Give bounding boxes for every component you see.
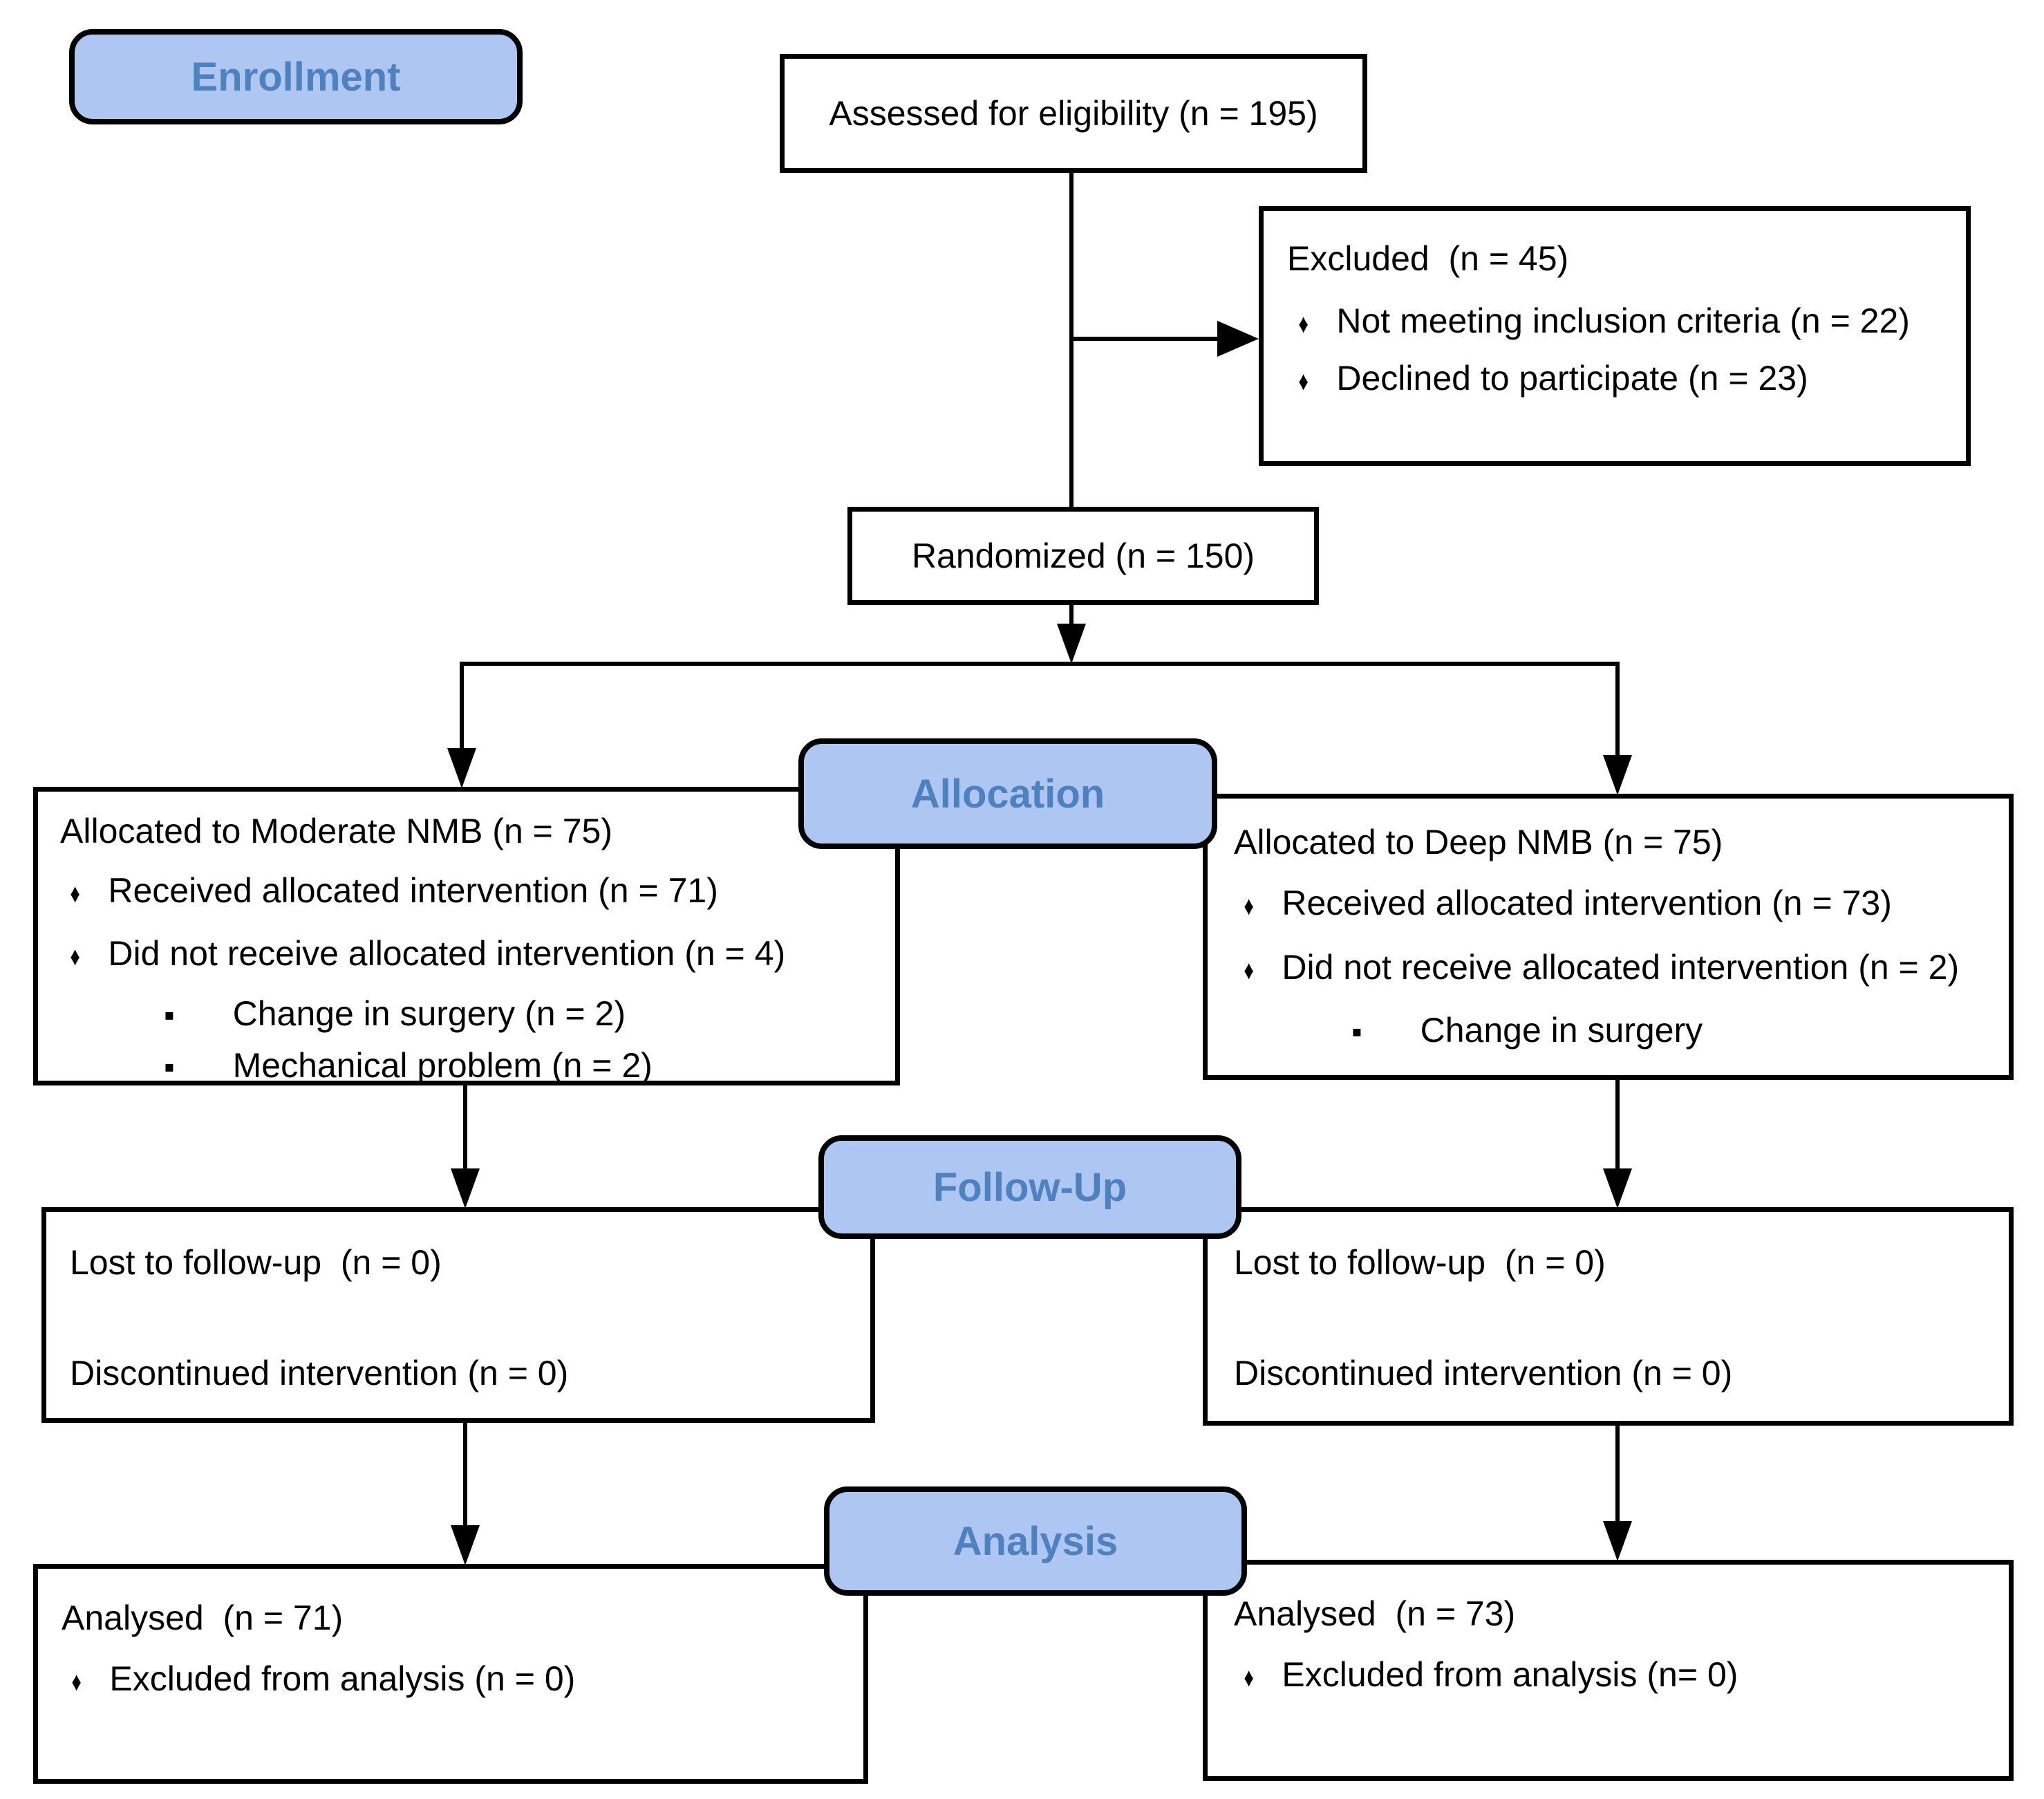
allocation-right-bullet-1-text: Received allocated intervention (n = 73) [1282, 884, 1892, 922]
assessed-text: Assessed for eligibility (n = 195) [829, 94, 1318, 133]
diamond-bullet-icon: ♦ [1244, 1663, 1254, 1693]
arrowhead-alloc-left [447, 748, 476, 788]
arrowhead-split [1057, 624, 1086, 664]
stage-label-followup: Follow-Up [818, 1135, 1241, 1239]
allocation-left-bullet-1-text: Received allocated intervention (n = 71) [108, 871, 718, 910]
allocation-right-bullet-2-text: Did not receive allocated intervention (… [1282, 948, 1960, 987]
arrowhead-alloc-right [1603, 755, 1632, 795]
square-bullet-icon: ▪ [164, 1050, 175, 1084]
allocation-right-subbullet-1: ▪ Change in surgery [1351, 1009, 1998, 1054]
diamond-bullet-icon: ♦ [1244, 892, 1254, 921]
stage-label-enrollment-text: Enrollment [191, 54, 401, 100]
connector-followup-to-analysis-left [463, 1423, 467, 1525]
connector-split-to-alloc-left [460, 662, 464, 749]
analysis-left-title: Analysed (n = 71) [62, 1598, 344, 1637]
excluded-title: Excluded (n = 45) [1287, 239, 1569, 278]
followup-left-line-2: Discontinued intervention (n = 0) [70, 1354, 569, 1392]
analysis-right-title: Analysed (n = 73) [1234, 1594, 1516, 1633]
excluded-box: Excluded (n = 45) ♦ Not meeting inclusio… [1259, 206, 1971, 466]
diamond-bullet-icon: ♦ [1298, 310, 1309, 339]
connector-to-excluded [1071, 337, 1220, 341]
allocation-left-bullet-1: ♦ Received allocated intervention (n = 7… [68, 869, 884, 915]
diamond-bullet-icon: ♦ [70, 942, 80, 971]
followup-right-box: Lost to follow-up (n = 0) Discontinued i… [1203, 1207, 2014, 1426]
analysis-right-box: Analysed (n = 73) ♦ Excluded from analys… [1203, 1560, 2014, 1781]
stage-label-analysis: Analysis [824, 1486, 1247, 1596]
excluded-bullet-2: ♦ Declined to participate (n = 23) [1297, 357, 1949, 403]
assessed-box: Assessed for eligibility (n = 195) [780, 54, 1367, 173]
allocation-right-bullet-2: ♦ Did not receive allocated intervention… [1242, 946, 1998, 992]
arrowhead-excluded [1217, 321, 1259, 357]
allocation-left-subbullet-2-text: Mechanical problem (n = 2) [232, 1046, 653, 1085]
randomized-box: Randomized (n = 150) [847, 507, 1319, 605]
allocation-left-title: Allocated to Moderate NMB (n = 75) [60, 812, 612, 850]
allocation-left-subbullet-1: ▪ Change in surgery (n = 2) [164, 992, 884, 1037]
arrowhead-analysis-left [451, 1525, 480, 1565]
connector-followup-to-analysis-right [1615, 1426, 1620, 1521]
stage-label-allocation-text: Allocation [910, 771, 1105, 817]
stage-label-analysis-text: Analysis [953, 1518, 1118, 1564]
connector-alloc-to-followup-left [463, 1085, 467, 1170]
allocation-right-title: Allocated to Deep NMB (n = 75) [1234, 823, 1723, 861]
excluded-bullet-2-text: Declined to participate (n = 23) [1336, 359, 1808, 398]
square-bullet-icon: ▪ [164, 998, 175, 1032]
followup-right-line-2: Discontinued intervention (n = 0) [1234, 1354, 1733, 1392]
arrowhead-followup-left [451, 1168, 480, 1209]
diamond-bullet-icon: ♦ [70, 879, 80, 908]
followup-right-line-1: Lost to follow-up (n = 0) [1234, 1243, 1606, 1282]
allocation-left-box: Allocated to Moderate NMB (n = 75) ♦ Rec… [33, 787, 900, 1085]
followup-left-box: Lost to follow-up (n = 0) Discontinued i… [41, 1207, 875, 1423]
diamond-bullet-icon: ♦ [71, 1668, 82, 1697]
allocation-right-bullet-1: ♦ Received allocated intervention (n = 7… [1242, 882, 1998, 928]
randomized-text: Randomized (n = 150) [911, 537, 1255, 575]
allocation-right-box: Allocated to Deep NMB (n = 75) ♦ Receive… [1203, 794, 2014, 1080]
diamond-bullet-icon: ♦ [1244, 956, 1254, 985]
excluded-bullet-1: ♦ Not meeting inclusion criteria (n = 22… [1297, 299, 1949, 346]
square-bullet-icon: ▪ [1351, 1015, 1362, 1049]
arrowhead-followup-right [1603, 1168, 1632, 1209]
stage-label-followup-text: Follow-Up [932, 1164, 1127, 1210]
stage-label-allocation: Allocation [798, 738, 1217, 849]
followup-left-line-1: Lost to follow-up (n = 0) [70, 1243, 442, 1282]
analysis-right-bullet-1-text: Excluded from analysis (n= 0) [1282, 1655, 1738, 1694]
excluded-bullet-1-text: Not meeting inclusion criteria (n = 22) [1336, 301, 1910, 340]
arrowhead-analysis-right [1603, 1521, 1632, 1561]
diamond-bullet-icon: ♦ [1298, 367, 1309, 396]
analysis-left-bullet-1-text: Excluded from analysis (n = 0) [109, 1659, 576, 1698]
analysis-left-box: Analysed (n = 71) ♦ Excluded from analys… [33, 1564, 868, 1784]
allocation-left-subbullet-2-label: Did not receive allocated intervention (… [108, 934, 786, 973]
allocation-right-subbullet-1-text: Change in surgery [1420, 1011, 1703, 1050]
split-bar [462, 662, 1620, 666]
analysis-right-bullet-1: ♦ Excluded from analysis (n= 0) [1242, 1653, 1998, 1699]
connector-alloc-to-followup-right [1615, 1080, 1620, 1170]
allocation-left-bullet-2: ♦ Did not receive allocated intervention… [68, 932, 884, 978]
allocation-left-subbullet-2: ▪ Mechanical problem (n = 2) [164, 1044, 884, 1089]
connector-randomized-to-split [1069, 605, 1073, 629]
connector-split-to-alloc-right [1615, 662, 1620, 756]
stage-label-enrollment: Enrollment [69, 29, 523, 124]
analysis-left-bullet-1: ♦ Excluded from analysis (n = 0) [70, 1657, 852, 1704]
allocation-left-subbullet-1-text: Change in surgery (n = 2) [232, 994, 626, 1033]
